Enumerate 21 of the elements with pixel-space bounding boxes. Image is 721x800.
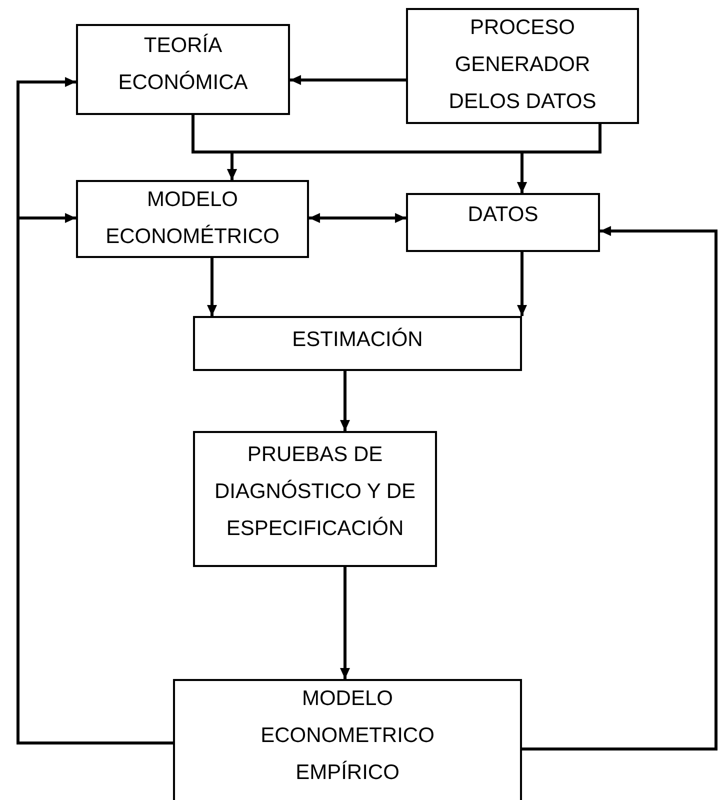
box-label: MODELO ECONOMÉTRICO (104, 187, 280, 250)
arrow (290, 75, 406, 85)
box-label: ESTIMACIÓN (292, 326, 423, 353)
box-label: PRUEBAS DE DIAGNÓSTICO Y DE ESPECIFICACIÓN (213, 442, 417, 542)
box-label: PROCESO GENERADOR DELOS DATOS (448, 15, 598, 114)
arrow (309, 213, 406, 223)
process-box (406, 8, 639, 124)
box-label: TEORÍA ECONÓMICA (117, 32, 249, 96)
arrow (517, 252, 527, 316)
process-box (193, 316, 522, 371)
process-box (76, 24, 290, 115)
arrow (207, 258, 217, 316)
box-label: MODELO ECONOMETRICO EMPÍRICO (260, 686, 436, 786)
arrow (340, 371, 350, 431)
box-label: DATOS (468, 202, 538, 228)
process-box (76, 180, 309, 258)
process-box (173, 679, 522, 800)
process-box (193, 431, 437, 567)
arrow (340, 567, 350, 679)
arrow (522, 226, 718, 750)
process-box (406, 193, 600, 252)
